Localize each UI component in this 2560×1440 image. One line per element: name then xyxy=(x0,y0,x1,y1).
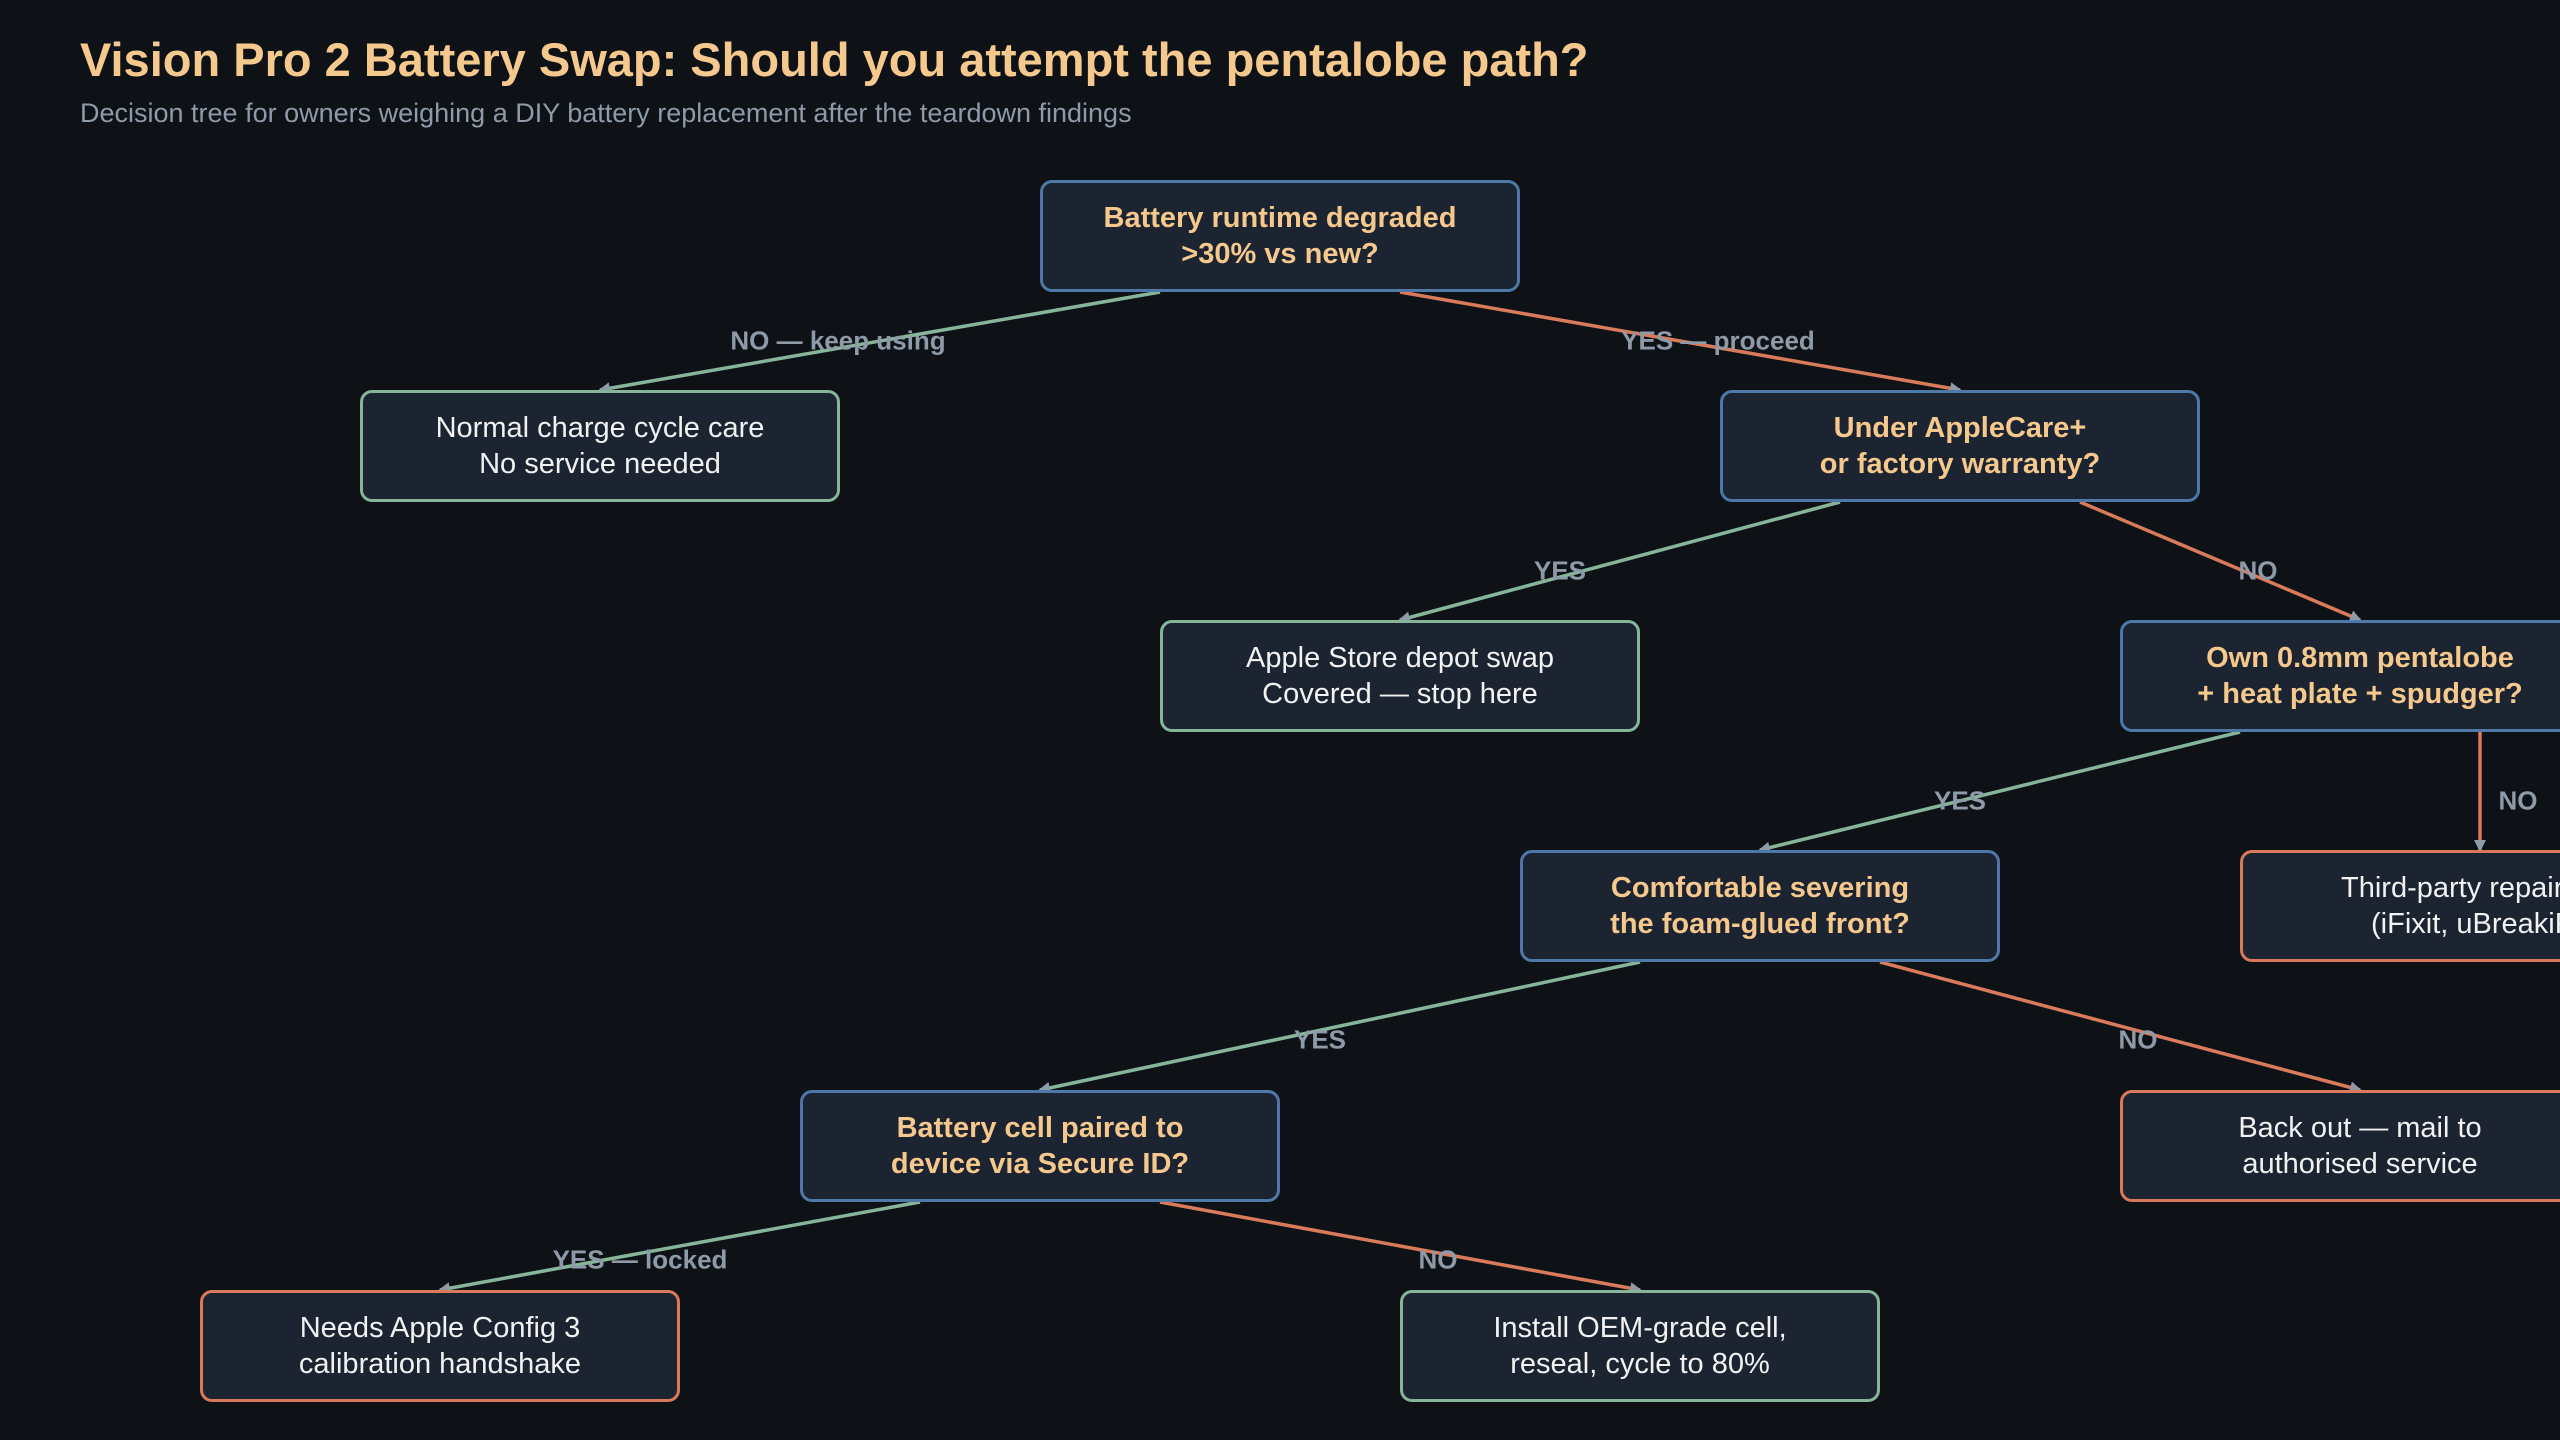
node-line: Own 0.8mm pentalobe xyxy=(2206,642,2514,674)
node-line: Comfortable severing xyxy=(1610,872,1910,904)
node-line: >30% vs new? xyxy=(1181,238,1379,270)
edge-secure-no xyxy=(1159,1200,1642,1295)
node-line: the foam-glued front? xyxy=(1610,908,1910,940)
node-line: Battery runtime degraded xyxy=(1103,202,1457,234)
node-warranty: Under AppleCare+ or factory warranty? xyxy=(1720,390,2200,502)
node-line: Under AppleCare+ xyxy=(1833,412,2087,444)
edge-foam-yes xyxy=(1038,960,1641,1094)
edge-label-tools-yes: YES xyxy=(1933,785,1987,816)
node-line: device via Secure ID? xyxy=(890,1148,1190,1180)
edge-label-secure-yes: YES — locked xyxy=(552,1244,728,1275)
node-normal-care: Normal charge cycle care No service need… xyxy=(360,390,840,502)
page-title: Vision Pro 2 Battery Swap: Should you at… xyxy=(80,33,1589,86)
node-install-cell: Install OEM-grade cell, reseal, cycle to… xyxy=(1400,1290,1880,1402)
edge-label-tools-no: NO xyxy=(2498,785,2538,816)
edge-label-warranty-yes: YES xyxy=(1533,555,1587,586)
node-line: authorised service xyxy=(2242,1148,2478,1180)
edge-root-no xyxy=(598,290,1161,395)
node-line: or factory warranty? xyxy=(1819,448,2101,480)
edge-warranty-yes xyxy=(1398,500,1841,624)
node-depot-swap: Apple Store depot swap Covered — stop he… xyxy=(1160,620,1640,732)
edge-label-root-yes: YES — proceed xyxy=(1621,325,1815,356)
node-battery-degraded: Battery runtime degraded >30% vs new? xyxy=(1040,180,1520,292)
node-line: Needs Apple Config 3 xyxy=(299,1312,581,1344)
edge-label-root-no: NO — keep using xyxy=(730,325,946,356)
node-line: Normal charge cycle care xyxy=(435,412,765,444)
node-foam-front: Comfortable severing the foam-glued fron… xyxy=(1520,850,2000,962)
node-line: Back out — mail to xyxy=(2238,1112,2482,1144)
node-line: calibration handshake xyxy=(298,1348,582,1380)
edge-tools-yes xyxy=(1758,730,2241,854)
node-line: + heat plate + spudger? xyxy=(2197,678,2523,710)
node-line: Apple Store depot swap xyxy=(1246,642,1554,674)
edge-foam-no xyxy=(1879,960,2362,1094)
edge-label-foam-yes: YES xyxy=(1293,1024,1347,1055)
page-subtitle: Decision tree for owners weighing a DIY … xyxy=(80,98,1132,128)
node-line: Install OEM-grade cell, xyxy=(1493,1312,1787,1344)
node-line: reseal, cycle to 80% xyxy=(1510,1348,1770,1380)
edge-label-warranty-no: NO xyxy=(2238,555,2278,586)
node-back-out: Back out — mail to authorised service xyxy=(2120,1090,2560,1202)
edge-label-secure-no: NO xyxy=(1418,1244,1458,1275)
edge-secure-yes xyxy=(438,1200,921,1295)
node-config3: Needs Apple Config 3 calibration handsha… xyxy=(200,1290,680,1402)
node-tools: Own 0.8mm pentalobe + heat plate + spudg… xyxy=(2120,620,2560,732)
edge-label-foam-no: NO xyxy=(2118,1024,2158,1055)
node-secure-id: Battery cell paired to device via Secure… xyxy=(800,1090,1280,1202)
node-line: Covered — stop here xyxy=(1262,678,1538,710)
node-third-party: Third-party repair (iFixit, uBreakiF xyxy=(2240,850,2560,962)
node-line: No service needed xyxy=(479,448,721,480)
edge-warranty-no xyxy=(2079,500,2362,622)
node-line: Battery cell paired to xyxy=(896,1112,1184,1144)
node-line: Third-party repair xyxy=(2341,872,2560,904)
edge-root-yes xyxy=(1399,290,1962,395)
node-line: (iFixit, uBreakiF xyxy=(2371,908,2560,940)
